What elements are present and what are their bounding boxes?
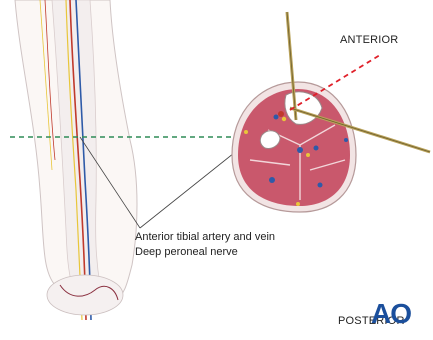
anterior-label: ANTERIOR — [340, 34, 398, 46]
posterior-nerve — [306, 153, 310, 157]
saphenous-vein — [344, 138, 348, 142]
peroneal-vessel — [318, 183, 323, 188]
anterior-tibial-artery — [278, 111, 284, 117]
superficial-nerve — [296, 202, 300, 206]
lower-leg-illustration — [15, 0, 137, 320]
posterior-vessel — [297, 147, 303, 153]
peroneal-vessel — [269, 177, 275, 183]
structure-label-artery: Anterior tibial artery and vein — [135, 230, 275, 245]
deep-peroneal-nerve — [282, 117, 286, 121]
posterior-vessel — [314, 146, 319, 151]
ao-logo-text: AO — [371, 300, 411, 328]
anterior-tibial-vein — [274, 115, 279, 120]
ao-logo: AO — [371, 303, 415, 329]
structure-label-nerve: Deep peroneal nerve — [135, 245, 238, 260]
superficial-nerve — [244, 130, 248, 134]
